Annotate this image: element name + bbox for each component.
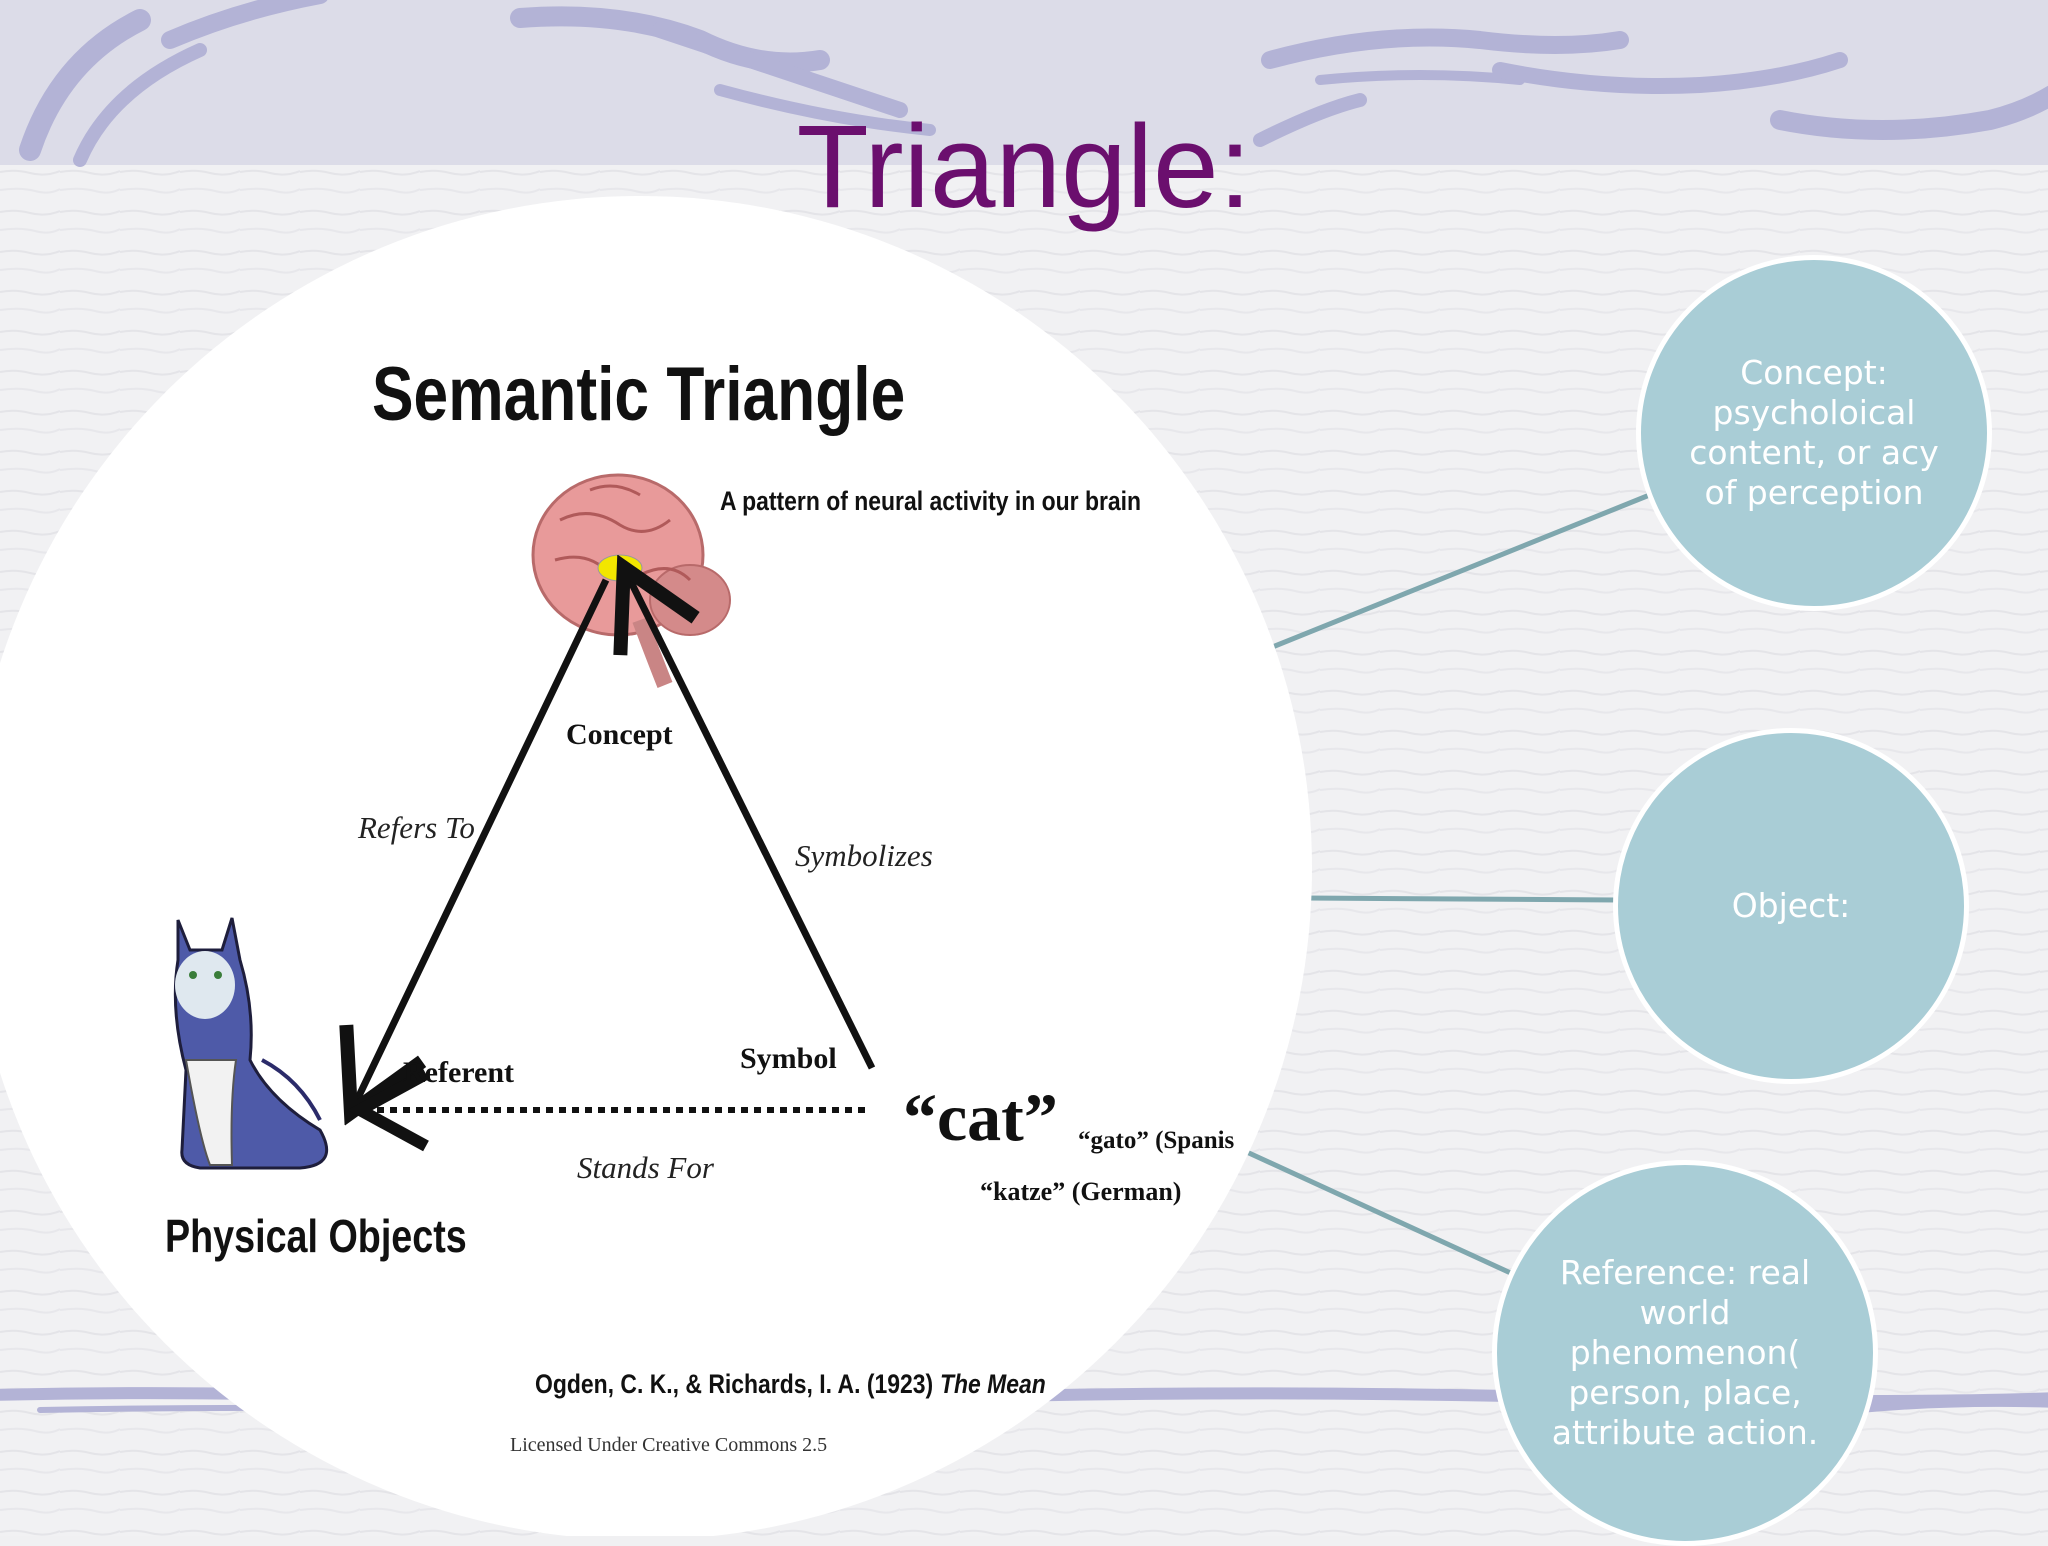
stands-for-label: Stands For	[577, 1150, 715, 1185]
citation-authors: Ogden, C. K., & Richards, I. A. (1923)	[535, 1369, 933, 1399]
referent-label: Referent	[403, 1056, 514, 1089]
arrow-refers-to	[357, 578, 610, 1100]
object-bubble-text: Object:	[1731, 886, 1851, 925]
citation: Ogden, C. K., & Richards, I. A. (1923)Th…	[535, 1369, 1046, 1399]
physical-objects-label: Physical Objects	[165, 1210, 467, 1261]
reference-bubble-text: Reference: real world phenomenon( person…	[1551, 1253, 1819, 1452]
concept-label: Concept	[566, 718, 673, 751]
german-word: “katze” (German)	[980, 1177, 1181, 1206]
citation-title: The Mean	[940, 1369, 1046, 1399]
brain-caption: A pattern of neural activity in our brai…	[720, 486, 1141, 516]
connector-object	[1304, 895, 1618, 903]
connector-reference	[1236, 1145, 1517, 1278]
spanish-word: “gato” (Spanis	[1078, 1127, 1235, 1154]
concept-bubble: Concept: psycholoical content, or acy of…	[1636, 255, 1992, 611]
refers-to-label: Refers To	[357, 810, 475, 845]
figure-circle	[0, 196, 1312, 1536]
reference-bubble: Reference: real world phenomenon( person…	[1492, 1160, 1878, 1546]
symbolizes-label: Symbolizes	[795, 838, 933, 873]
concept-bubble-text: Concept: psycholoical content, or acy of…	[1689, 353, 1939, 512]
object-bubble: Object:	[1613, 728, 1969, 1084]
connector-concept	[1269, 491, 1653, 651]
cat-icon	[173, 917, 329, 1170]
slide-title: Triangle:	[796, 101, 1252, 233]
figure-heading: Semantic Triangle	[372, 351, 905, 436]
symbol-word: “cat”	[903, 1079, 1058, 1155]
license-note: Licensed Under Creative Commons 2.5	[510, 1434, 827, 1456]
symbol-label: Symbol	[740, 1042, 837, 1075]
arrow-symbolizes	[630, 580, 876, 1070]
